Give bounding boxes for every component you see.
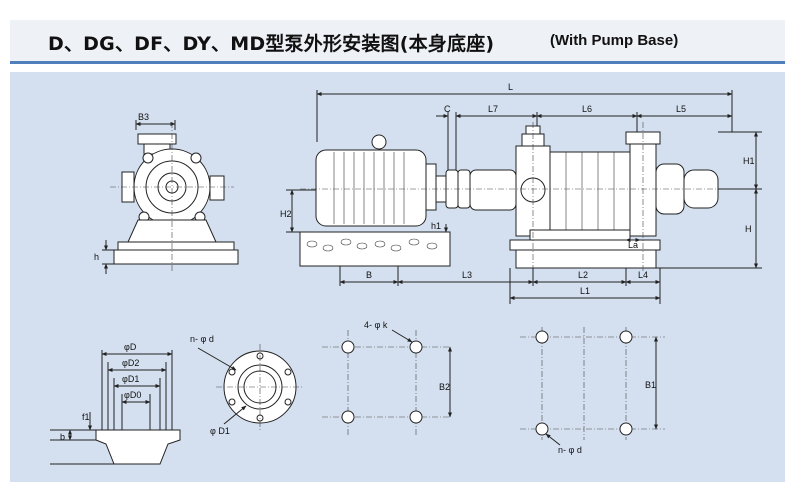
pump-end-view: B3 h	[94, 112, 239, 274]
dim-phiD1-flange: φD1	[122, 374, 139, 384]
dim-L6: L6	[582, 104, 592, 114]
dim-C: C	[444, 104, 451, 114]
drawing-panel: B3 h L C	[10, 72, 785, 482]
flange-section-view: φD φD2 φD1 φD0 f1 b	[50, 342, 181, 465]
dim-L5: L5	[676, 104, 686, 114]
dim-L1: L1	[580, 286, 590, 296]
label-phiD1: φ D1	[210, 426, 230, 436]
pump-base-holes: B1 n- φ d	[520, 327, 665, 455]
dim-H1: H1	[743, 156, 755, 166]
dim-B: B	[366, 270, 372, 280]
dim-L3: L3	[462, 270, 472, 280]
dim-L: L	[508, 82, 513, 92]
dim-phiD0: φD0	[124, 390, 141, 400]
dim-L7: L7	[488, 104, 498, 114]
dim-H: H	[745, 224, 752, 234]
dim-H2: H2	[280, 209, 292, 219]
dim-h1: h1	[431, 221, 441, 231]
page-subtitle: (With Pump Base)	[550, 32, 679, 49]
dim-B2: B2	[439, 382, 450, 392]
dim-phiD2: φD2	[122, 358, 139, 368]
pump-side-view: L C L7 L6 L5	[300, 82, 762, 272]
label-4-phi-k: 4- φ k	[364, 320, 388, 330]
dim-L4: L4	[638, 270, 648, 280]
motor-base-holes: 4- φ k B2	[322, 320, 452, 437]
dim-b: b	[60, 432, 65, 442]
foundation-block: H2 h1 B L3 L2 L4 L1	[280, 189, 661, 304]
dim-La: La	[628, 240, 638, 250]
dim-f1: f1	[82, 412, 90, 422]
title-bar: D、DG、DF、DY、MD型泵外形安装图(本身底座) (With Pump Ba…	[10, 20, 785, 64]
dim-h: h	[94, 252, 99, 262]
flange-face-view: n- φ d φ D1	[190, 334, 304, 436]
dim-B1: B1	[645, 380, 656, 390]
page-title: D、DG、DF、DY、MD型泵外形安装图(本身底座)	[48, 33, 495, 55]
dim-L2: L2	[578, 270, 588, 280]
installation-drawing: B3 h L C	[50, 82, 762, 465]
dim-B3: B3	[138, 112, 149, 122]
dim-phiD: φD	[124, 342, 137, 352]
label-n-phi-d-flange: n- φ d	[190, 334, 214, 344]
label-n-phi-d-base: n- φ d	[558, 445, 582, 455]
